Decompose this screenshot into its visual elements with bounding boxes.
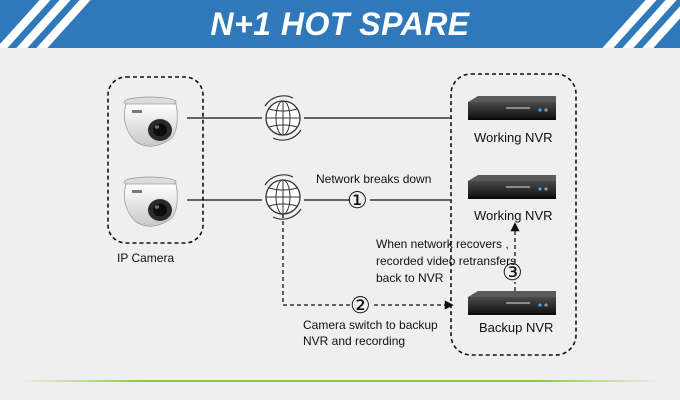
ip-camera-icon-2 bbox=[123, 176, 178, 227]
failover-path-to-backup bbox=[282, 214, 454, 310]
step-3-caption-line-1: When network recovers , bbox=[376, 237, 509, 251]
step-2-caption-line-2: NVR and recording bbox=[303, 334, 406, 348]
step-2-caption-line-1: Camera switch to backup bbox=[303, 318, 438, 332]
nvr-group-border bbox=[450, 73, 577, 356]
bottom-accent-line bbox=[18, 380, 662, 382]
step-2-badge-bg bbox=[353, 295, 373, 315]
working-nvr-label-1: Working NVR bbox=[474, 130, 553, 145]
network-globe-icon-1 bbox=[264, 95, 302, 141]
network-globe-icon-2 bbox=[264, 174, 302, 220]
step-2-number: ② bbox=[350, 292, 371, 318]
backup-nvr-label: Backup NVR bbox=[479, 320, 554, 335]
step-3-number: ③ bbox=[502, 259, 523, 285]
backup-nvr-icon bbox=[468, 291, 556, 315]
camera-group-border bbox=[107, 76, 204, 244]
step-3-caption-line-3: back to NVR bbox=[376, 271, 444, 285]
page-title: N+1 HOT SPARE bbox=[210, 6, 470, 42]
step-3-badge-bg bbox=[505, 262, 525, 282]
step-3-caption-line-2: recorded video retransfers bbox=[376, 254, 517, 268]
ip-camera-label: IP Camera bbox=[117, 251, 175, 265]
ip-camera-icon-1 bbox=[123, 96, 178, 147]
step-1-number: ① bbox=[347, 187, 368, 213]
working-nvr-label-2: Working NVR bbox=[474, 208, 553, 223]
step-1-badge-bg bbox=[350, 190, 370, 210]
title-banner: N+1 HOT SPARE bbox=[0, 0, 680, 48]
working-nvr-icon-1 bbox=[468, 96, 556, 120]
step-1-caption: Network breaks down bbox=[316, 172, 432, 186]
working-nvr-icon-2 bbox=[468, 175, 556, 199]
